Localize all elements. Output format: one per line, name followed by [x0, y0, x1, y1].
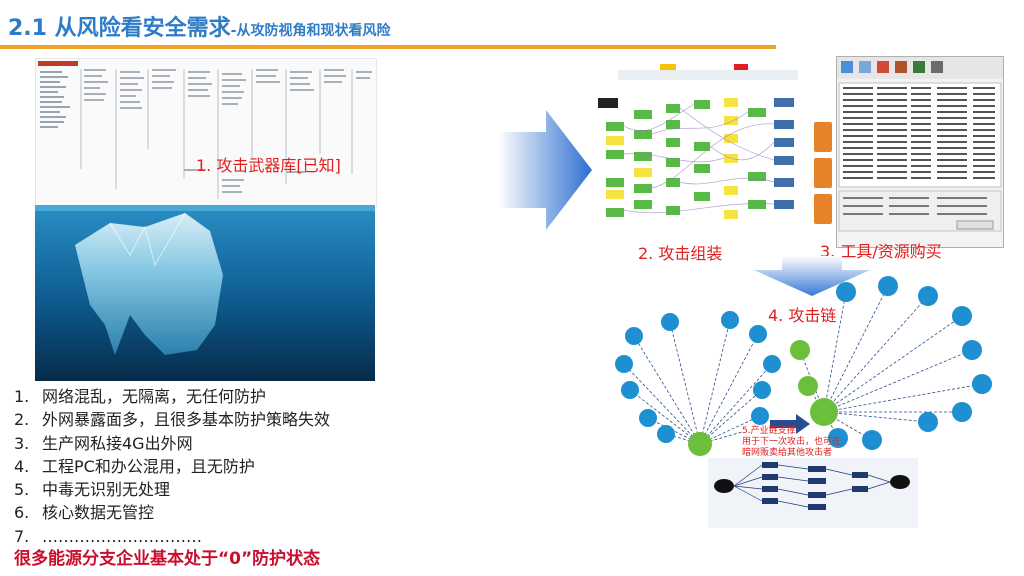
- list-item-text: 工程PC和办公混用，且无防护: [42, 456, 255, 476]
- tool-purchase-window: [836, 56, 1004, 248]
- list-item-number: 3.: [14, 433, 30, 453]
- attack-chain-diagram: 5.产业链支撑 用于下一次攻击，也可在 暗网贩卖给其他攻击者: [612, 272, 1012, 532]
- list-item-number: 2.: [14, 410, 30, 430]
- list-item: 4. 工程PC和办公混用，且无防护: [14, 455, 330, 478]
- list-item-text: …………………………: [42, 526, 202, 546]
- industry-chain-note: 5.产业链支撑 用于下一次攻击，也可在 暗网贩卖给其他攻击者: [742, 426, 841, 459]
- slide-title: 2.1 从风险看安全需求-从攻防视角和现状看风险: [8, 10, 390, 42]
- list-item: 1. 网络混乱，无隔离，无任何防护: [14, 385, 330, 408]
- list-item-text: 网络混乱，无隔离，无任何防护: [42, 387, 267, 406]
- orange-stage-markers: [814, 122, 832, 224]
- list-item-number: 1.: [14, 387, 30, 406]
- caption-weapon-library: 1. 攻击武器库[已知]: [196, 156, 341, 175]
- list-item-number: 4.: [14, 456, 30, 476]
- list-item: 6. 核心数据无管控: [14, 501, 330, 524]
- caption-tool-purchase: 3. 工具/资源购买: [820, 242, 942, 261]
- list-item-text: 核心数据无管控: [42, 503, 155, 523]
- slide-header: 2.1 从风险看安全需求-从攻防视角和现状看风险: [0, 0, 1024, 50]
- doc-tree-thumbnail: [38, 61, 372, 199]
- assembly-flow-diagram: [598, 64, 798, 219]
- list-item: 3. 生产网私接4G出外网: [14, 432, 330, 455]
- title-text: 2.1 从风险看安全需求: [8, 16, 231, 41]
- list-item: 5. 中毒无识别无处理: [14, 478, 330, 501]
- attack-assembly-graph: [598, 60, 806, 232]
- weapon-library-doc: [35, 58, 377, 208]
- list-item-number: 7.: [14, 526, 30, 546]
- subtitle-text: -从攻防视角和现状看风险: [230, 23, 391, 39]
- industry-chain-line2: 用于下一次攻击，也可在: [742, 437, 842, 447]
- list-item: 7. …………………………: [14, 525, 330, 548]
- list-item-text: 中毒无识别无处理: [42, 480, 171, 500]
- iceberg-icon: [35, 205, 375, 381]
- attack-chain-graph: [615, 276, 992, 528]
- caption-attack-chain: 4. 攻击链: [768, 306, 837, 325]
- industry-chain-line1: 5.产业链支撑: [742, 426, 796, 436]
- down-arrow-icon: [754, 256, 870, 296]
- caption-attack-assembly: 2. 攻击组装: [638, 244, 723, 263]
- title-underline: [0, 45, 776, 49]
- conclusion-text: 很多能源分支企业基本处于“0”防护状态: [14, 549, 321, 569]
- list-item-text: 生产网私接4G出外网: [42, 433, 193, 453]
- risk-list: 1. 网络混乱，无隔离，无任何防护 2. 外网暴露面多，且很多基本防护策略失效 3.…: [14, 385, 330, 548]
- list-item-number: 5.: [14, 480, 30, 500]
- industry-chain-line3: 暗网贩卖给其他攻击者: [742, 448, 833, 458]
- iceberg-image: [35, 205, 375, 381]
- big-right-arrow-icon: [498, 110, 594, 234]
- list-item-text: 外网暴露面多，且很多基本防护策略失效: [42, 410, 331, 430]
- list-item-number: 6.: [14, 503, 30, 523]
- list-item: 2. 外网暴露面多，且很多基本防护策略失效: [14, 408, 330, 431]
- tool-window-screenshot: [837, 57, 1003, 232]
